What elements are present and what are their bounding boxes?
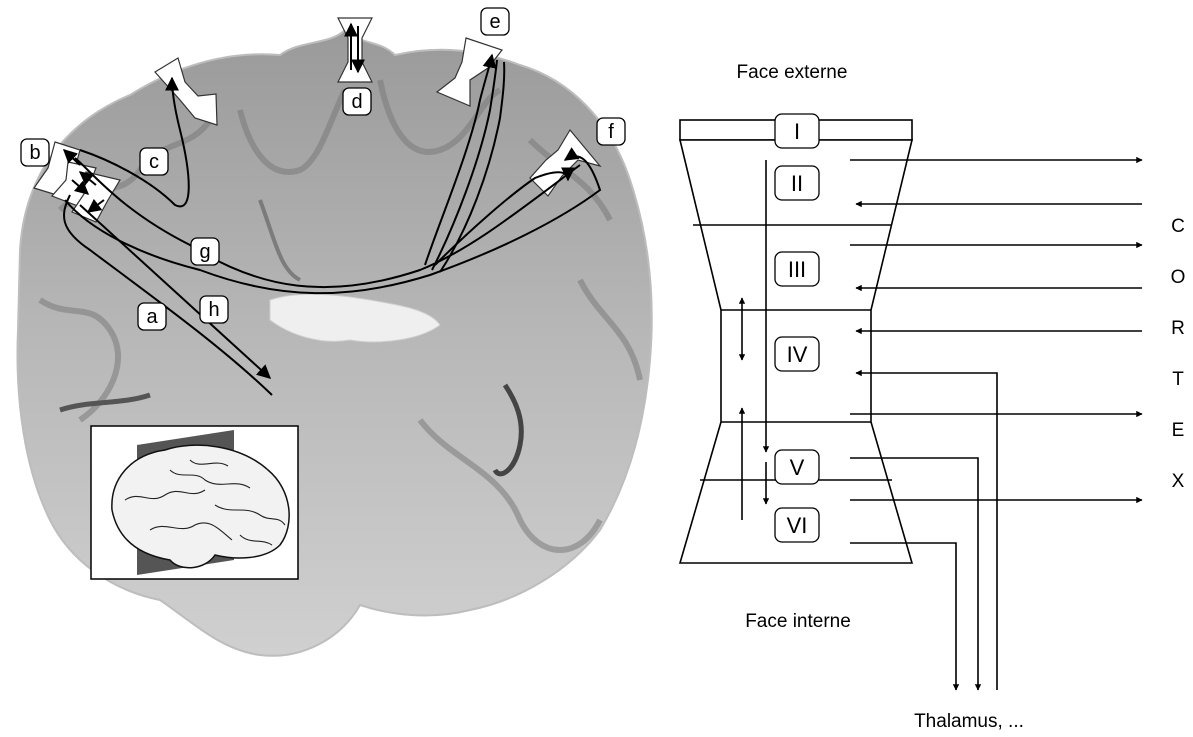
cortex-letter-x: X (1172, 471, 1185, 492)
svg-text:VI: VI (787, 513, 808, 538)
svg-text:c: c (149, 151, 159, 173)
svg-text:I: I (794, 119, 800, 144)
svg-text:III: III (788, 257, 806, 282)
cortex-word: C O R T E X (1171, 216, 1186, 492)
layer-label-I: I (775, 114, 819, 148)
face-interne-label: Face interne (745, 611, 851, 632)
cortex-letter-c: C (1171, 216, 1185, 237)
svg-text:f: f (608, 121, 614, 143)
layer-label-II: II (775, 166, 819, 200)
svg-text:b: b (29, 142, 40, 164)
layer-label-IV: IV (775, 337, 819, 371)
cortex-letter-e: E (1172, 420, 1185, 441)
layer-label-V: V (775, 450, 819, 484)
label-g: g (191, 238, 219, 265)
cortex-letter-r: R (1171, 318, 1185, 339)
arrow-VI-to-thalamus (850, 543, 956, 690)
brain-inset (91, 426, 298, 579)
layer-schema: Face externe Face interne Thalamus, ... … (680, 62, 1185, 732)
label-d: d (343, 88, 371, 115)
svg-text:IV: IV (787, 342, 808, 367)
label-h: h (200, 296, 228, 323)
svg-text:a: a (146, 306, 158, 328)
cortex-letter-t: T (1172, 369, 1184, 390)
cortico-cortical-arrows (850, 160, 1142, 690)
svg-text:h: h (208, 299, 219, 321)
svg-text:e: e (489, 11, 500, 33)
svg-text:d: d (351, 91, 362, 113)
cortex-letter-o: O (1171, 267, 1186, 288)
svg-text:V: V (790, 455, 805, 480)
svg-text:g: g (199, 241, 210, 263)
layer-label-VI: VI (775, 508, 819, 542)
thalamus-label: Thalamus, ... (914, 711, 1024, 732)
svg-text:II: II (791, 171, 803, 196)
face-externe-label: Face externe (737, 62, 848, 83)
label-a: a (138, 303, 166, 330)
label-e: e (481, 8, 509, 35)
label-f: f (597, 118, 625, 145)
layer-label-III: III (775, 252, 819, 286)
label-c: c (140, 148, 168, 175)
label-b: b (21, 139, 49, 166)
